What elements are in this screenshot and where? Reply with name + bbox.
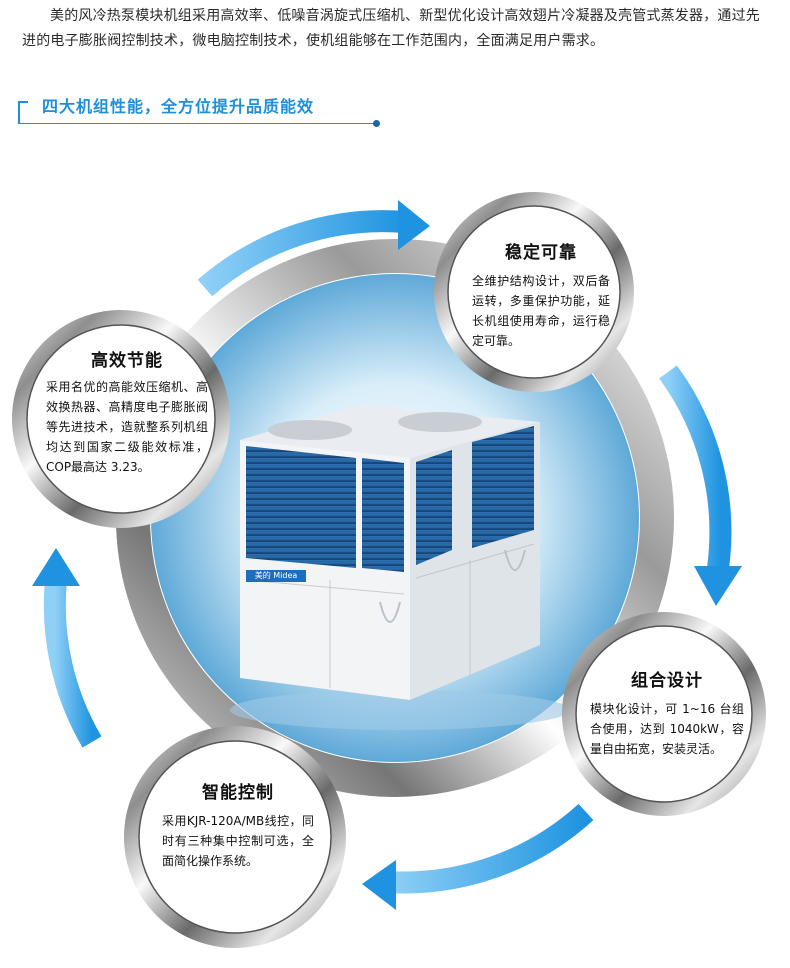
feature-title: 智能控制 <box>202 783 274 803</box>
feature-description: 全维护结构设计，双后备运转，多重保护功能，延长机组使用寿命，运行稳定可靠。 <box>472 274 610 348</box>
arrow-right <box>659 365 732 570</box>
arrow-left-head <box>32 548 80 586</box>
arrow-bottom-head <box>362 860 396 910</box>
arrow-left <box>43 578 102 748</box>
bubble-ring <box>562 612 766 816</box>
bubble-ring <box>434 192 634 392</box>
feature-title: 稳定可靠 <box>505 243 577 263</box>
feature-bubble-efficiency: 高效节能 采用名优的高能效压缩机、高效换热器、高精度电子膨胀阀等先进技术，造就整… <box>10 308 232 530</box>
heading-dot <box>373 120 380 127</box>
arrow-right-head <box>694 566 742 606</box>
section-title: 四大机组性能，全方位提升品质能效 <box>42 97 315 116</box>
intro-paragraph: 美的风冷热泵模块机组采用高效率、低噪音涡旋式压缩机、新型优化设计高效翅片冷凝器及… <box>22 8 760 49</box>
feature-bubble-reliability: 稳定可靠 全维护结构设计，双后备运转，多重保护功能，延长机组使用寿命，运行稳定可… <box>432 190 636 394</box>
arrow-top-left-head <box>398 200 430 250</box>
feature-diagram: 美的 Midea 稳定可靠 全维护结构设计，双后备运转，多重保护功能，延长机组使… <box>0 140 790 968</box>
feature-title: 高效节能 <box>91 351 163 371</box>
bubble-ring <box>12 310 230 528</box>
feature-bubble-smart-control: 智能控制 采用KJR-120A/MB线控，同时有三种集中控制可选，全面简化操作系… <box>122 724 348 950</box>
feature-description: 模块化设计，可 1~16 台组合使用，达到 1040kW，容量自由拓宽，安装灵活… <box>590 702 744 756</box>
heat-pump-unit <box>230 405 570 730</box>
brand-plate: 美的 Midea <box>254 571 298 580</box>
arrow-top-left <box>197 210 406 297</box>
feature-bubble-modular: 组合设计 模块化设计，可 1~16 台组合使用，达到 1040kW，容量自由拓宽… <box>560 610 768 818</box>
feature-description: 采用KJR-120A/MB线控，同时有三种集中控制可选，全面简化操作系统。 <box>162 814 314 868</box>
bubble-ring <box>124 726 346 948</box>
section-heading: 四大机组性能，全方位提升品质能效 <box>18 93 380 127</box>
feature-title: 组合设计 <box>631 671 703 691</box>
heading-rule <box>18 123 376 124</box>
feature-description: 采用名优的高能效压缩机、高效换热器、高精度电子膨胀阀等先进技术，造就整系列机组均… <box>46 380 208 474</box>
diagram-graphics <box>32 200 742 910</box>
arrow-bottom <box>387 803 594 894</box>
heading-bracket <box>18 101 28 123</box>
